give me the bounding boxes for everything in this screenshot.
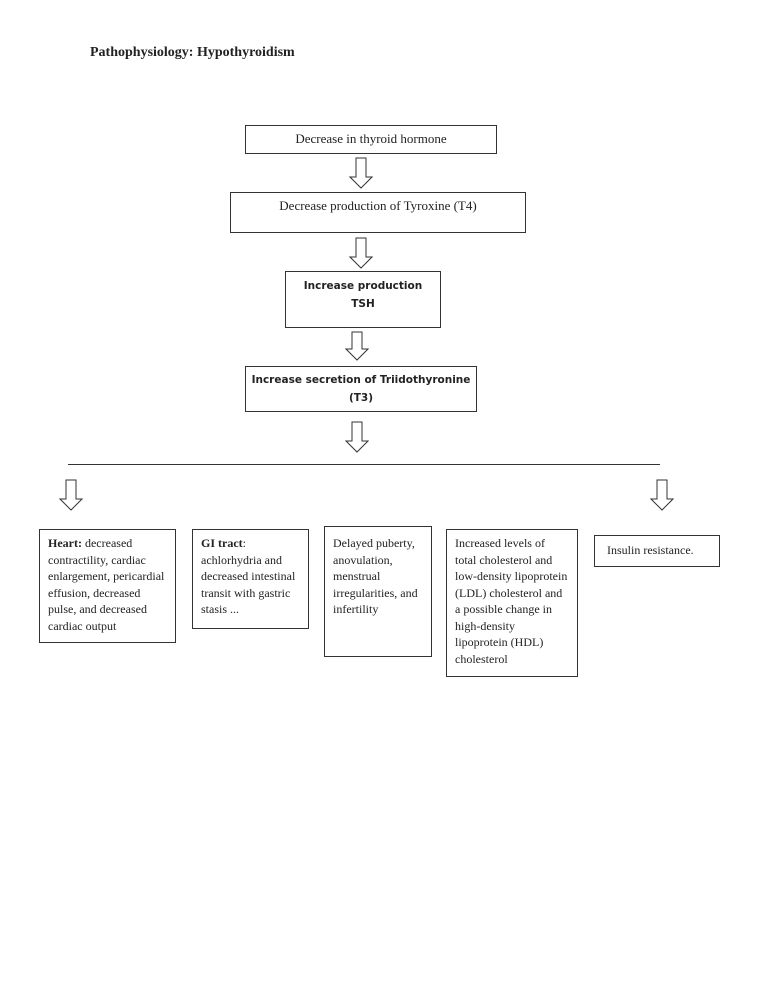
effect-box-lipids: Increased levels of total cholesterol an… bbox=[446, 529, 578, 677]
effect-box-gi: GI tract: achlorhydria and decreased int… bbox=[192, 529, 309, 629]
hollow-down-arrow-icon bbox=[349, 157, 373, 189]
hollow-down-arrow-icon bbox=[59, 479, 83, 511]
flow-text-line1: Increase production bbox=[303, 280, 423, 292]
effect-text: decreased contractility, cardiac enlarge… bbox=[48, 536, 165, 633]
flow-box-tsh: Increase production TSH bbox=[285, 271, 441, 328]
effect-box-insulin: Insulin resistance. bbox=[594, 535, 720, 567]
flow-text-line2: (T3) bbox=[348, 392, 374, 404]
effect-text: Insulin resistance. bbox=[607, 543, 694, 557]
hollow-down-arrow-icon bbox=[349, 237, 373, 269]
flow-box-t3: Increase secretion of Triidothyronine (T… bbox=[245, 366, 477, 412]
page-title: Pathophysiology: Hypothyroidism bbox=[90, 45, 295, 60]
effect-label: Heart: bbox=[48, 536, 82, 550]
hollow-down-arrow-icon bbox=[345, 331, 369, 361]
effect-text: Increased levels of total cholesterol an… bbox=[455, 536, 568, 666]
flow-text-line1: Increase secretion of Triidothyronine bbox=[251, 374, 471, 386]
effect-text: : achlorhydria and decreased intestinal … bbox=[201, 536, 296, 616]
effect-box-reproductive: Delayed puberty, anovulation, menstrual … bbox=[324, 526, 432, 657]
flow-text: Decrease production of Tyroxine (T4) bbox=[279, 198, 477, 213]
branch-line bbox=[68, 464, 660, 465]
flow-text-line2: TSH bbox=[351, 298, 375, 310]
effect-label: GI tract bbox=[201, 536, 243, 550]
flow-box-thyroid-hormone: Decrease in thyroid hormone bbox=[245, 125, 497, 154]
flow-box-t4: Decrease production of Tyroxine (T4) bbox=[230, 192, 526, 233]
effect-text: Delayed puberty, anovulation, menstrual … bbox=[333, 536, 418, 616]
hollow-down-arrow-icon bbox=[345, 421, 369, 453]
flow-text: Decrease in thyroid hormone bbox=[295, 131, 447, 146]
effect-box-heart: Heart: decreased contractility, cardiac … bbox=[39, 529, 176, 643]
hollow-down-arrow-icon bbox=[650, 479, 674, 511]
